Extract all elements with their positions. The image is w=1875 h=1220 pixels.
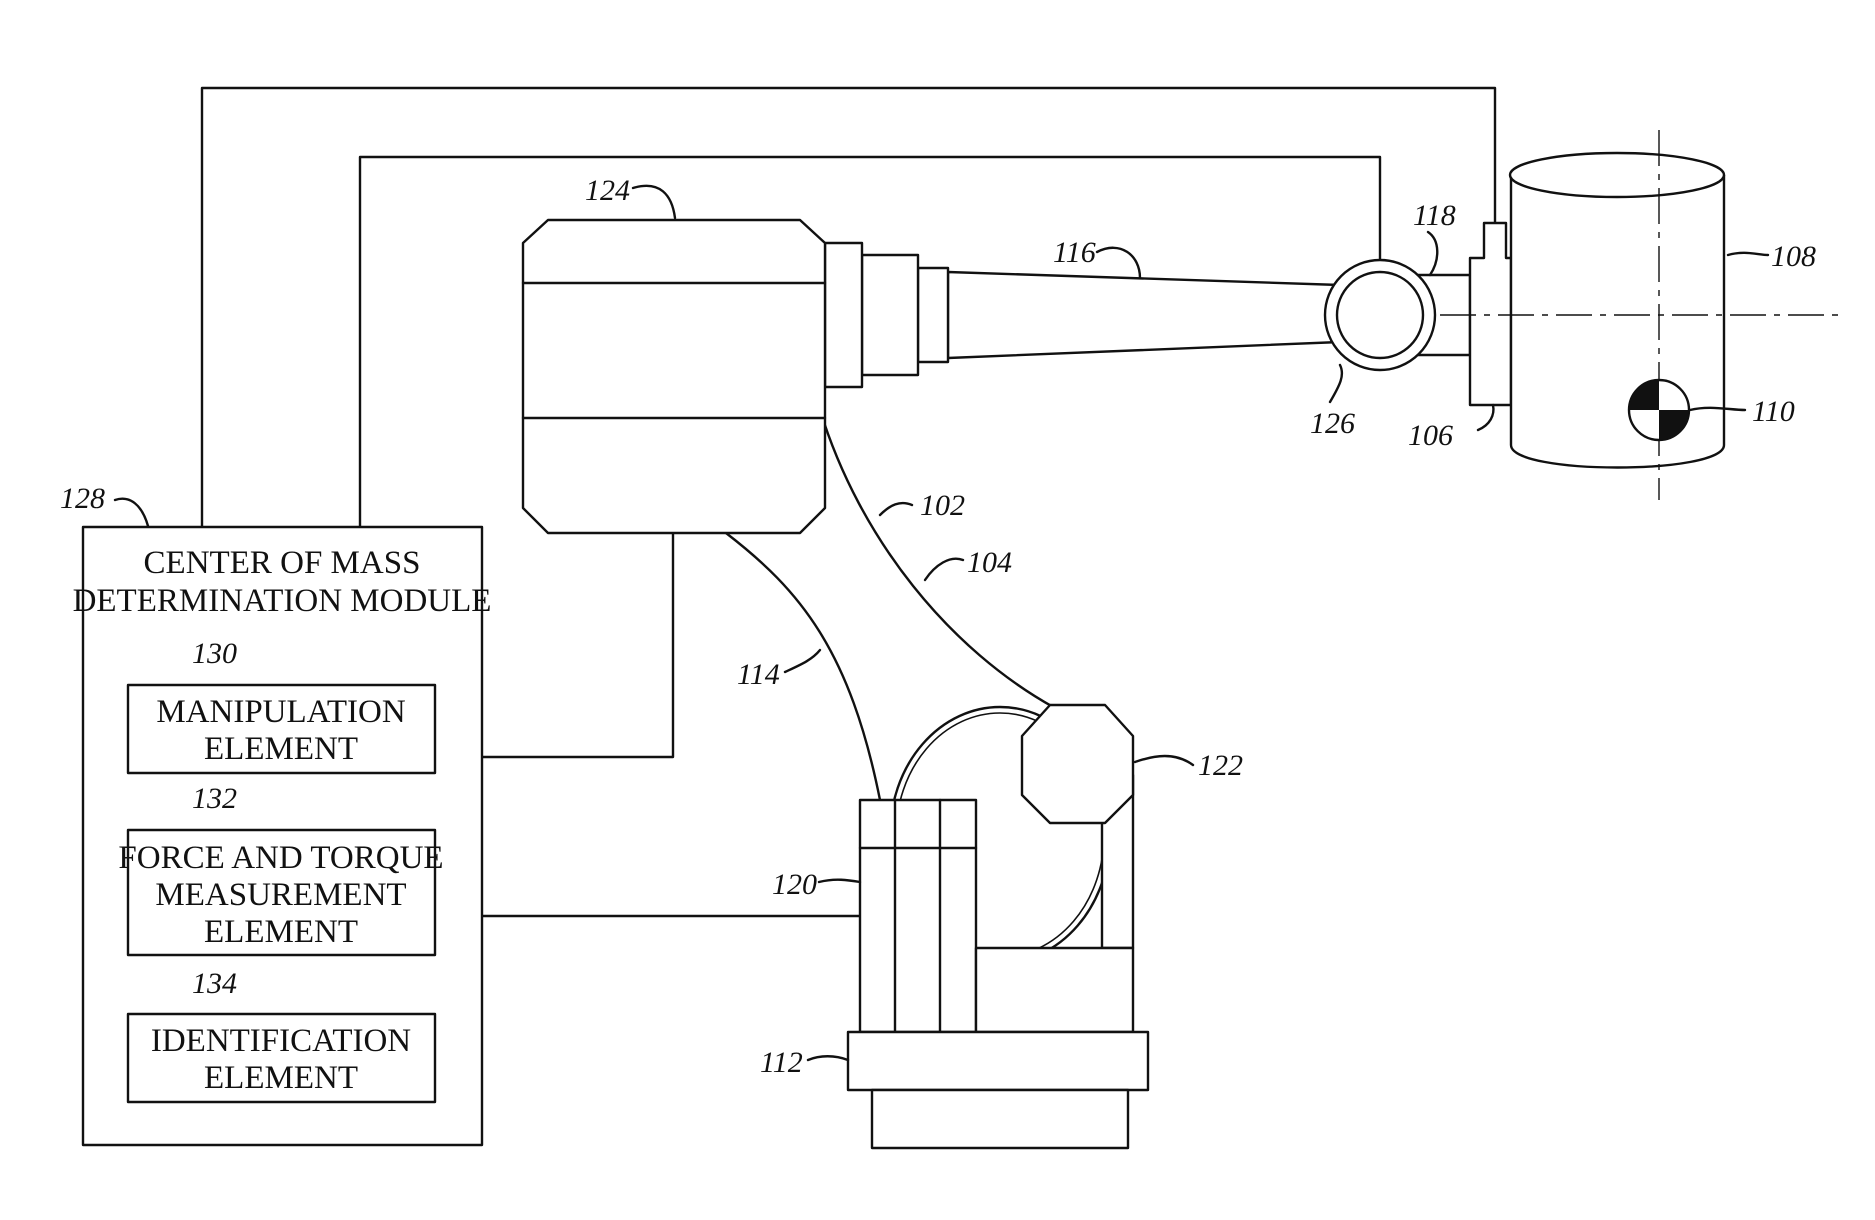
ref-114: 114 — [737, 658, 780, 691]
leader-120 — [819, 880, 860, 882]
leader-112 — [808, 1056, 848, 1060]
module-title-line-1: CENTER OF MASS — [144, 545, 421, 581]
force-torque-element-line-1: FORCE AND TORQUE — [118, 840, 443, 876]
force-torque-element-line-2: MEASUREMENT — [155, 877, 406, 913]
ref-124: 124 — [585, 174, 630, 207]
arm-116 — [948, 272, 1340, 358]
leader-124 — [633, 186, 675, 218]
force-torque-element-line-3: ELEMENT — [204, 914, 358, 950]
ref-112: 112 — [760, 1046, 803, 1079]
ref-118: 118 — [1413, 199, 1456, 232]
ref-104: 104 — [967, 546, 1012, 579]
payload-108 — [1511, 175, 1724, 468]
module-title-line-2: DETERMINATION MODULE — [73, 583, 492, 619]
identification-element-line-2: ELEMENT — [204, 1060, 358, 1096]
leader-118 — [1428, 232, 1437, 275]
ref-126: 126 — [1310, 407, 1355, 440]
ref-134: 134 — [192, 967, 237, 1000]
leader-116 — [1097, 248, 1140, 278]
joint-124-collar-1 — [825, 243, 862, 387]
center-of-mass-symbol — [1629, 380, 1689, 440]
ref-102: 102 — [920, 489, 965, 522]
joint-124-body — [523, 220, 825, 533]
ref-122: 122 — [1198, 749, 1243, 782]
ref-132: 132 — [192, 782, 237, 815]
manipulation-element-line-2: ELEMENT — [204, 731, 358, 767]
joint-124-collar-2 — [862, 255, 918, 375]
joint-122-octagon — [1022, 705, 1133, 823]
payload-108-top — [1510, 153, 1724, 197]
wire-to-joint — [482, 533, 673, 757]
lower-housing — [976, 948, 1133, 1032]
mount-112-plate — [848, 1032, 1148, 1090]
leader-128 — [115, 499, 148, 526]
link-104 — [820, 410, 1055, 708]
joint-124-collar-3 — [918, 268, 948, 362]
manipulation-element-line-1: MANIPULATION — [156, 694, 405, 730]
wrist-126-outer — [1325, 260, 1435, 370]
leader-106 — [1478, 405, 1493, 430]
leader-126 — [1330, 365, 1342, 402]
identification-element-line-1: IDENTIFICATION — [151, 1023, 411, 1059]
ref-120: 120 — [772, 868, 817, 901]
leader-102 — [880, 503, 912, 515]
base-120 — [860, 800, 976, 1032]
ref-108: 108 — [1771, 240, 1816, 273]
ref-110: 110 — [1752, 395, 1795, 428]
ref-106: 106 — [1408, 419, 1453, 452]
gripper-106 — [1470, 223, 1511, 405]
mount-112-foot — [872, 1090, 1128, 1148]
leader-114 — [785, 650, 820, 672]
leader-104 — [925, 559, 963, 580]
ref-130: 130 — [192, 637, 237, 670]
ref-116: 116 — [1053, 236, 1096, 269]
ref-128: 128 — [60, 482, 105, 515]
leader-122 — [1135, 756, 1193, 765]
leader-108 — [1728, 253, 1768, 255]
